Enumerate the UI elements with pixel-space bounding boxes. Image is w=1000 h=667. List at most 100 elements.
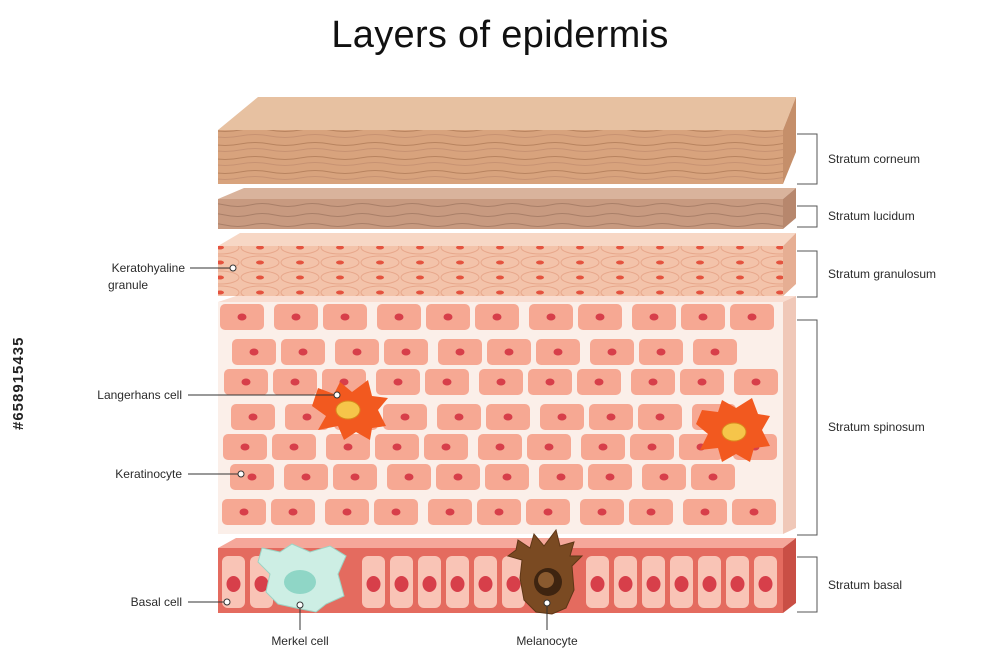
- keratinocyte-nucleus: [598, 443, 608, 451]
- keratinocyte-nucleus: [556, 473, 566, 481]
- keratinocyte-nucleus: [343, 443, 353, 451]
- keratinocyte-nucleus: [248, 413, 258, 421]
- keratinocyte-nucleus: [557, 413, 567, 421]
- basal-cell-nucleus: [254, 576, 269, 592]
- keratinocyte-nucleus: [443, 313, 453, 321]
- callout-basal-cell: Basal cell: [131, 595, 231, 609]
- keratinocyte-nucleus: [503, 413, 513, 421]
- keratinocyte-nucleus: [445, 508, 455, 516]
- keratinocyte-nucleus: [545, 378, 555, 386]
- keratinocyte-nucleus: [393, 378, 403, 386]
- keratinocyte-nucleus: [241, 378, 251, 386]
- keratinocyte-nucleus: [553, 348, 563, 356]
- stratum-basal-layer: [218, 528, 796, 615]
- keratinocyte-nucleus: [340, 313, 350, 321]
- keratinocyte-nucleus: [401, 348, 411, 356]
- keratinocyte-nucleus: [700, 508, 710, 516]
- keratinocyte-nucleus: [546, 313, 556, 321]
- stratum-spinosum-layer: [218, 296, 796, 534]
- keratinocyte-nucleus: [247, 473, 257, 481]
- keratinocyte-nucleus: [453, 473, 463, 481]
- keratinocyte-nucleus: [747, 313, 757, 321]
- callout-langerhans-cell: Langerhans cell: [97, 388, 341, 402]
- keratinocyte-nucleus: [543, 508, 553, 516]
- keratinocyte-nucleus: [352, 348, 362, 356]
- keratinocyte-nucleus: [494, 508, 504, 516]
- basal-cell-nucleus: [506, 576, 521, 592]
- keratinocyte-nucleus: [350, 473, 360, 481]
- stock-id-label: #658915435: [10, 336, 27, 430]
- keratinocyte-nucleus: [290, 378, 300, 386]
- layer-brackets: [797, 133, 818, 613]
- keratinocyte-nucleus: [648, 378, 658, 386]
- keratinocyte-nucleus: [302, 413, 312, 421]
- keratinocyte-nucleus: [237, 313, 247, 321]
- stratum-granulosum-layer: [218, 233, 796, 296]
- basal-cell-nucleus: [590, 576, 605, 592]
- callout-melanocyte: Melanocyte: [516, 599, 578, 648]
- label-keratohyaline-line1: Keratohyaline: [112, 261, 186, 275]
- keratinocyte-nucleus: [656, 348, 666, 356]
- keratinocyte-nucleus: [441, 443, 451, 451]
- keratinocyte-nucleus: [301, 473, 311, 481]
- keratinocyte-nucleus: [392, 443, 402, 451]
- label-basal-cell: Basal cell: [131, 595, 182, 609]
- label-stratum-basal: Stratum basal: [828, 578, 902, 592]
- keratinocyte-nucleus: [655, 413, 665, 421]
- keratinocyte-nucleus: [342, 508, 352, 516]
- keratinocyte-nucleus: [597, 508, 607, 516]
- keratinocyte-nucleus: [496, 378, 506, 386]
- keratinocyte-nucleus: [454, 413, 464, 421]
- keratinocyte-nucleus: [698, 313, 708, 321]
- basal-cell-nucleus: [758, 576, 773, 592]
- label-merkel-cell: Merkel cell: [271, 634, 328, 648]
- keratinocyte-nucleus: [298, 348, 308, 356]
- basal-cell-nucleus: [478, 576, 493, 592]
- label-keratohyaline-line2: granule: [108, 278, 148, 292]
- basal-cell-nucleus: [394, 576, 409, 592]
- basal-cell-nucleus: [674, 576, 689, 592]
- basal-cell-nucleus: [646, 576, 661, 592]
- label-keratinocyte: Keratinocyte: [115, 467, 182, 481]
- stratum-corneum-layer: [218, 97, 796, 184]
- keratinocyte-nucleus: [288, 508, 298, 516]
- keratinocyte-nucleus: [697, 378, 707, 386]
- keratinocyte-nucleus: [394, 313, 404, 321]
- keratinocyte-nucleus: [659, 473, 669, 481]
- keratinocyte-nucleus: [249, 348, 259, 356]
- callout-merkel-cell: Merkel cell: [271, 601, 329, 648]
- keratinocyte-nucleus: [442, 378, 452, 386]
- label-stratum-corneum: Stratum corneum: [828, 152, 920, 166]
- keratinocyte-nucleus: [607, 348, 617, 356]
- keratinocyte-nucleus: [289, 443, 299, 451]
- basal-cell-nucleus: [618, 576, 633, 592]
- basal-cell-nucleus: [702, 576, 717, 592]
- keratinocyte-grid: [220, 304, 778, 525]
- keratinocyte-nucleus: [400, 413, 410, 421]
- keratinocyte-nucleus: [649, 313, 659, 321]
- keratinocyte-nucleus: [502, 473, 512, 481]
- keratinocyte-nucleus: [291, 313, 301, 321]
- keratinocyte-nucleus: [594, 378, 604, 386]
- keratinocyte-nucleus: [455, 348, 465, 356]
- keratinocyte-nucleus: [495, 443, 505, 451]
- callout-keratohyaline-granule: Keratohyaline granule: [108, 261, 237, 292]
- keratinocyte-nucleus: [749, 508, 759, 516]
- keratinocyte-nucleus: [544, 443, 554, 451]
- callout-keratinocyte: Keratinocyte: [115, 467, 245, 481]
- basal-cell-nucleus: [730, 576, 745, 592]
- label-melanocyte: Melanocyte: [516, 634, 578, 648]
- keratinocyte-nucleus: [647, 443, 657, 451]
- keratinocyte-nucleus: [404, 473, 414, 481]
- stratum-lucidum-layer: [218, 188, 796, 229]
- label-langerhans-cell: Langerhans cell: [97, 388, 182, 402]
- label-stratum-spinosum: Stratum spinosum: [828, 420, 925, 434]
- basal-cell-nucleus: [450, 576, 465, 592]
- label-stratum-lucidum: Stratum lucidum: [828, 209, 915, 223]
- keratinocyte-nucleus: [391, 508, 401, 516]
- keratinocyte-nucleus: [595, 313, 605, 321]
- basal-cell-row: [222, 556, 777, 608]
- keratinocyte-nucleus: [492, 313, 502, 321]
- keratinocyte-nucleus: [751, 378, 761, 386]
